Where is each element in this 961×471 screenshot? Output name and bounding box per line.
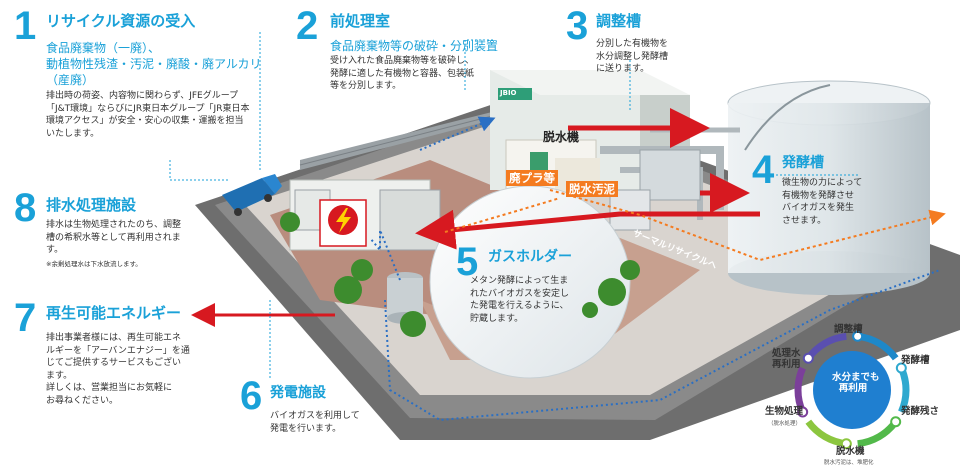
cycle-note-biological-treatment: （脱水処理）: [768, 421, 802, 427]
section-3-description: 分別した有機物を 水分調整し発酵槽 に送ります。: [596, 39, 669, 74]
label-dewatering-machine: 脱水機: [543, 130, 580, 144]
cycle-label-biological-treatment: 生物処理: [765, 406, 804, 417]
section-5-title: ガスホルダー: [488, 249, 572, 265]
section-3-number: 3: [566, 4, 589, 48]
section-2-title: 前処理室: [330, 12, 391, 30]
section-2-number: 2: [296, 4, 319, 48]
section-4-number: 4: [752, 148, 775, 192]
section-3-title: 調整槽: [596, 12, 642, 30]
trees: [280, 212, 640, 337]
truck: [222, 174, 282, 216]
section-2-subtitle: 食品廃棄物等の破砕・分別装置: [330, 39, 499, 53]
section-7-title: 再生可能エネルギー: [46, 304, 182, 322]
cycle-node: [797, 406, 809, 418]
section-5-number: 5: [456, 240, 479, 284]
section-8-number: 8: [14, 186, 37, 230]
cycle-note-dewatering: 脱水汚泥は、堆肥化: [824, 460, 874, 466]
cycle-label-water-reuse: 処理水 再利用: [772, 348, 801, 370]
label-dewatered-sludge: 脱水汚泥: [566, 181, 618, 197]
cycle-label-adjustment-tank: 調整槽: [834, 324, 863, 335]
section-4-description: 微生物の力によって 有機物を発酵させ バイオガスを発生 させます。: [782, 178, 863, 226]
cycle-node: [895, 362, 907, 374]
cycle-node: [852, 330, 864, 342]
cycle-label-dewatering: 脱水機: [836, 446, 865, 457]
cycle-node: [840, 438, 852, 450]
section-1-subtitle: 食品廃棄物（一廃）、 動植物性残渣・汚泥・廃酸・廃アルカリ （産廃）: [46, 41, 262, 87]
section-2-description: 受け入れた食品廃棄物等を破砕し、 発酵に適した有機物と容器、包装紙 等を分別しま…: [330, 56, 475, 91]
label-waste-plastic: 廃プラ等: [506, 170, 558, 186]
plant-logo: JBIO: [500, 89, 517, 97]
section-8-title: 排水処理施設: [46, 196, 137, 214]
cycle-center-text: 水分までも 再利用: [832, 372, 880, 394]
flow-arrows: [191, 108, 946, 422]
section-1-description: 排出時の荷姿、内容物に関わらず、JFEグループ 「J&T環境」ならびにJR東日本…: [46, 91, 250, 139]
section-8-description: 排水は生物処理されたのち、調整 槽の希釈水等として再利用されま す。: [46, 220, 182, 255]
section-5-description: メタン発酵によって生ま れたバイオガスを安定し た発電を行えるように、 貯蔵しま…: [470, 276, 570, 324]
cycle-label-fermentation-tank: 発酵槽: [901, 355, 930, 366]
cycle-node: [802, 352, 814, 364]
section-4-title: 発酵槽: [782, 155, 824, 171]
cycle-label-fermentation-residue: 発酵残さ: [901, 406, 940, 417]
section-1-number: 1: [14, 4, 37, 48]
section-6-title: 発電施設: [270, 385, 326, 401]
cycle-diagram: [794, 330, 910, 450]
generator-area: [289, 179, 441, 324]
callout-lines: [169, 32, 860, 378]
conveyor: [299, 110, 501, 170]
fermentation-tank: [727, 80, 931, 295]
gas-holder: [429, 185, 631, 379]
section-7-description: 排出事業者様には、再生可能エネ ルギーを「アーバンエナジー」を通 じてご提供する…: [46, 333, 190, 406]
section-8-note: ※余剰処理水は下水放流します。: [46, 260, 142, 268]
section-1-title: リサイクル資源の受入: [46, 12, 196, 30]
cycle-node: [890, 416, 902, 428]
section-6-description: バイオガスを利用して 発電を行います。: [270, 411, 360, 434]
section-6-number: 6: [240, 374, 263, 418]
section-7-number: 7: [14, 296, 37, 340]
